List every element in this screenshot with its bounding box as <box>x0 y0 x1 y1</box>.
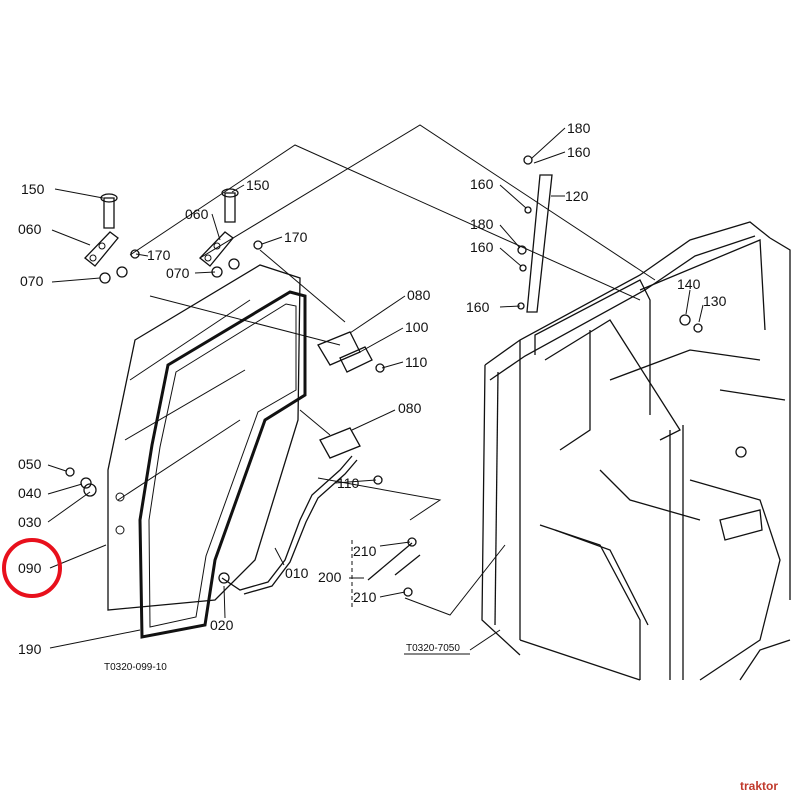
label-210-lower: 210 <box>353 589 377 605</box>
label-110-upper: 110 <box>405 354 428 370</box>
label-180-top: 180 <box>567 120 591 136</box>
door-glass-panel <box>107 264 301 611</box>
label-050: 050 <box>18 456 42 472</box>
label-110-lower: 110 <box>337 475 360 491</box>
washer-070-a <box>99 272 111 284</box>
label-030: 030 <box>18 514 42 530</box>
washer-040 <box>80 477 92 489</box>
figure-code-door: T0320-099-10 <box>104 662 167 673</box>
hinge-bracket-upper <box>317 331 385 373</box>
label-100: 100 <box>405 319 429 335</box>
label-210-upper: 210 <box>353 543 377 559</box>
label-060-right: 060 <box>185 206 209 222</box>
bolt-050 <box>65 467 75 477</box>
label-160-mid: 160 <box>470 239 494 255</box>
label-010: 010 <box>285 565 309 581</box>
gas-strut <box>351 537 421 610</box>
reference-lines <box>129 124 656 616</box>
label-200: 200 <box>318 569 342 585</box>
hinge-left <box>84 193 119 267</box>
leader-lines <box>47 127 704 651</box>
nut-170-right <box>253 240 263 250</box>
washer-070-b <box>116 266 128 278</box>
label-150-left: 150 <box>21 181 45 197</box>
label-190: 190 <box>18 641 42 657</box>
support-bar-120 <box>517 155 553 313</box>
label-160-top: 160 <box>567 144 591 160</box>
collar-030 <box>83 483 97 497</box>
label-150-right: 150 <box>246 177 270 193</box>
door-seal-frame <box>138 290 307 639</box>
label-140: 140 <box>677 276 701 292</box>
label-040: 040 <box>18 485 42 501</box>
label-170-right: 170 <box>284 229 308 245</box>
highlight-circle-090 <box>2 538 62 598</box>
label-170-left: 170 <box>147 247 171 263</box>
bushing-020 <box>218 572 230 584</box>
label-160-lower: 160 <box>466 299 490 315</box>
bolt-140 <box>679 314 691 326</box>
label-060-left: 060 <box>18 221 42 237</box>
label-180-mid: 180 <box>470 216 494 232</box>
label-070-right: 070 <box>166 265 190 281</box>
label-080-lower: 080 <box>398 400 422 416</box>
label-090: 090 <box>18 560 42 576</box>
watermark: traktor <box>740 779 778 793</box>
label-130: 130 <box>703 293 727 309</box>
cab-frame <box>481 221 791 681</box>
label-070-left: 070 <box>20 273 44 289</box>
figure-code-cab: T0320-7050 <box>406 643 460 654</box>
bolt-130 <box>693 323 703 333</box>
label-120: 120 <box>565 188 589 204</box>
label-020: 020 <box>210 617 234 633</box>
door-rod <box>221 455 353 591</box>
washer-070-d <box>228 258 240 270</box>
label-160-upper: 160 <box>470 176 494 192</box>
label-080-upper: 080 <box>407 287 431 303</box>
